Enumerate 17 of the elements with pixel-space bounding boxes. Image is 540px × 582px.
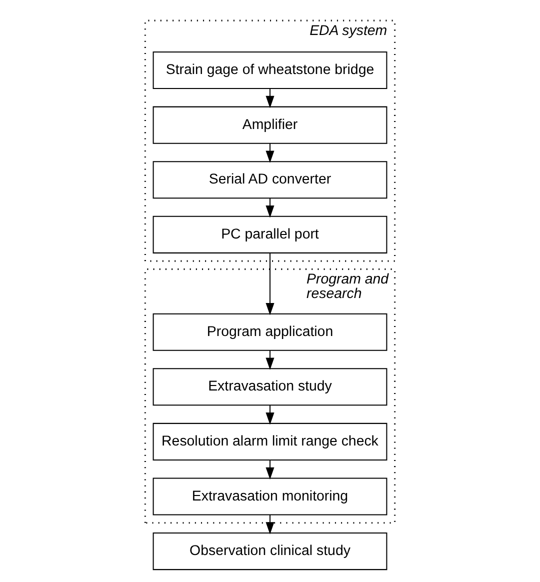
node-box: Extravasation monitoring [152, 478, 388, 516]
arrow [266, 88, 274, 108]
arrow [266, 253, 274, 316]
node-box: Strain gage of wheatstone bridge [152, 52, 388, 90]
node-box: Serial AD converter [152, 161, 388, 199]
node-box: Amplifier [152, 106, 388, 144]
arrow [266, 514, 274, 534]
arrow [266, 405, 274, 425]
node-box: Resolution alarm limit range check [152, 422, 388, 460]
node-box: Observation clinical study [152, 532, 388, 570]
node-box: Extravasation study [152, 368, 388, 406]
arrow [266, 460, 274, 480]
node-box: Program application [152, 313, 388, 351]
arrow [266, 198, 274, 218]
arrow [266, 143, 274, 163]
node-box: PC parallel port [152, 216, 388, 254]
arrow [266, 350, 274, 370]
